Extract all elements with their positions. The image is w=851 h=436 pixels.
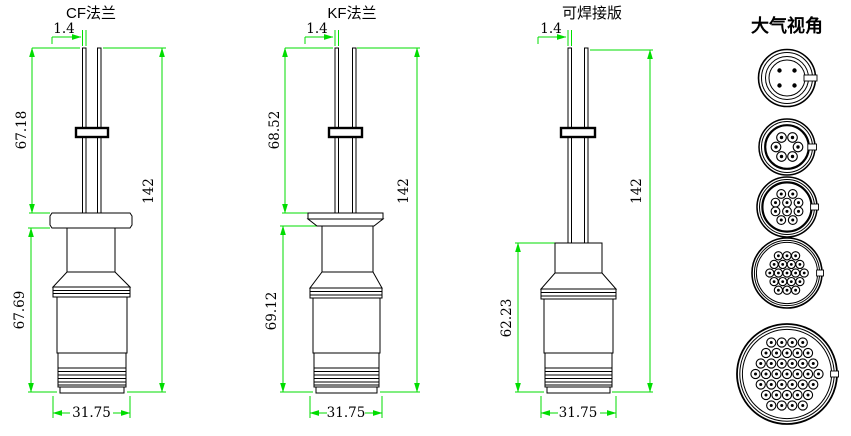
keyway-notch [807,143,817,151]
atmosphere-view: 大气视角 [736,15,839,425]
figure-kf-flange: KF法兰 1.4 68.52 142 69.12 31.75 [264,5,420,421]
weldable-bottom-cap [546,386,611,394]
cf-thread-lines [58,371,126,386]
cf-main-body [56,296,128,354]
weldable-dimension-lines: 1.4 142 62.23 31.75 [499,21,653,421]
weldable-taper [539,272,618,290]
kf-rib-ring [309,287,383,299]
keyway-notch [810,203,819,211]
cf-lower-body [57,352,127,369]
figure-cf-title: CF法兰 [66,5,116,22]
weldable-lower-height-dim: 62.23 [499,299,515,338]
weldable-body-outline [539,47,618,394]
kf-flange-plate [307,212,384,220]
cf-thread-section [57,367,127,388]
kf-thread-section [313,367,380,388]
cf-body-width-dim: 31.75 [72,405,111,421]
weldable-body-width-dim: 31.75 [559,405,598,421]
keyway-notch [816,269,824,277]
weldable-thread-lines [545,371,612,386]
cf-insulator-collar [74,126,110,139]
cf-bottom-cap [59,386,125,394]
cf-neck [66,227,116,273]
keyway-notch [830,370,839,378]
connector-face-37pin [736,323,839,425]
cf-total-height-dim: 142 [141,178,157,204]
kf-dimension-lines: 1.4 68.52 142 69.12 31.75 [264,21,420,421]
weldable-total-height-dim: 142 [629,178,645,204]
weldable-top-cylinder [554,242,603,274]
connector-face-6pin [758,118,817,176]
connector-face-4pin [757,48,818,108]
kf-insulator-collar [327,126,364,139]
kf-body-width-dim: 31.75 [327,405,366,421]
keyway-notch [803,74,818,82]
cf-flange-plate [49,212,133,229]
weldable-rib-ring [540,288,617,300]
connector-face-19pin [751,237,824,309]
figure-weldable-title: 可焊接版 [562,5,622,22]
cf-upper-height-dim: 67.18 [14,111,30,150]
weldable-pin-diameter-dim: 1.4 [540,21,561,37]
kf-pin-diameter-dim: 1.4 [306,21,327,37]
cf-rib-ring [52,286,131,298]
cf-pin-diameter-dim: 1.4 [53,21,74,37]
kf-body-outline [306,47,385,394]
kf-neck [321,225,374,273]
kf-taper [309,271,383,289]
weldable-thread-section [544,367,613,388]
weldable-pin-right [584,47,589,244]
weldable-insulator-collar [559,126,597,139]
kf-total-height-dim: 142 [396,178,412,204]
kf-bottom-cap [315,386,378,394]
weldable-lower-body [544,352,613,369]
weldable-main-body [543,298,614,354]
atmosphere-view-title: 大气视角 [751,15,823,36]
kf-lower-height-dim: 69.12 [264,292,280,331]
figure-kf-title: KF法兰 [327,5,376,22]
connector-views [736,48,839,425]
cf-taper [51,271,132,288]
cf-dimension-lines: 1.4 67.18 142 67.69 31.75 [12,21,166,421]
kf-thread-lines [314,371,379,386]
figure-weldable: 可焊接版 1.4 142 62.23 31.75 [499,5,653,421]
kf-flange-lip [306,218,385,227]
cf-body-outline [49,47,133,394]
kf-upper-height-dim: 68.52 [267,111,283,150]
kf-lower-body [313,352,380,369]
cf-lower-height-dim: 67.69 [12,291,28,330]
weldable-pin-left [567,47,572,244]
kf-main-body [312,297,381,354]
connector-face-10pin [756,176,819,238]
figure-cf-flange: CF法兰 1.4 67.18 142 67.69 31.75 [12,5,166,421]
